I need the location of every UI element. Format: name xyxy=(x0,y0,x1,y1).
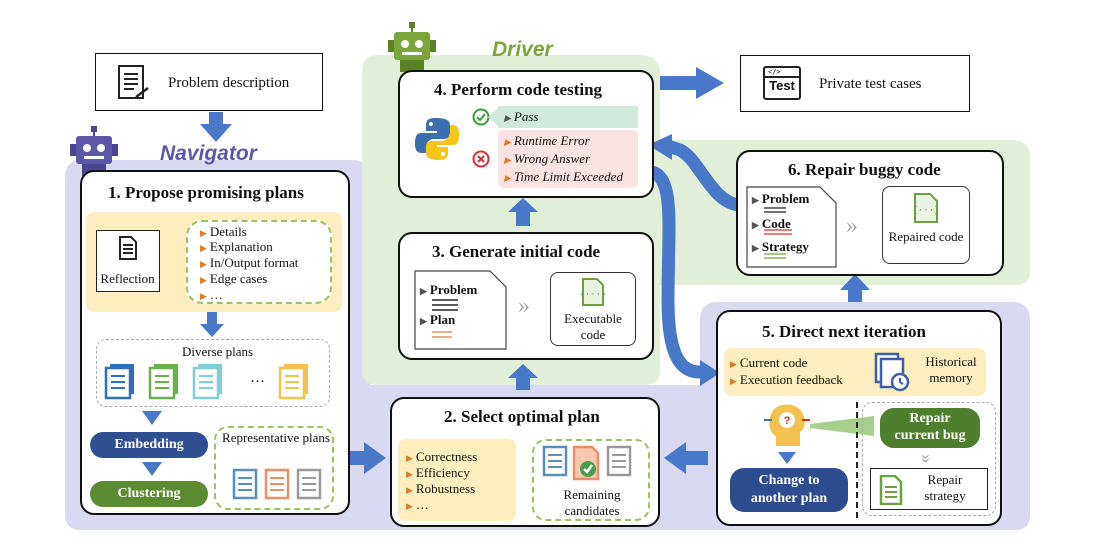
remaining-candidates-label: Remaining candidates xyxy=(563,487,621,518)
chevron-down-icon xyxy=(142,411,162,425)
step6-box: 6. Repair buggy code ▶Problem ▶Code ▶Str… xyxy=(736,150,1004,276)
pass-bar xyxy=(498,106,638,128)
reflection-item: ▶… xyxy=(200,287,223,302)
remaining-candidates-group xyxy=(532,439,650,521)
repair-input-item: ▶Problem xyxy=(752,191,810,206)
step1-title: 1. Propose promising plans xyxy=(108,183,304,202)
repair-current-bug-pill: Repair current bug xyxy=(880,408,980,448)
plan-documents-icon xyxy=(104,364,222,400)
history-memory-icon xyxy=(874,352,910,392)
step6-title: 6. Repair buggy code xyxy=(788,160,941,179)
repaired-code-card: {···} Repaired code xyxy=(882,186,970,264)
reflection-card: Reflection xyxy=(96,230,160,292)
down-arrow-icon xyxy=(200,312,224,337)
chevron-down-icon xyxy=(778,452,796,464)
pass-label: ▶Pass xyxy=(504,109,539,124)
change-plan-pill: Change to another plan xyxy=(730,468,848,512)
svg-text:{···}: {···} xyxy=(581,290,605,300)
feedback-item: ▶Current code xyxy=(730,355,808,370)
repair-strategy-label: Repair strategy xyxy=(924,472,966,503)
embedding-pill: Embedding xyxy=(90,432,208,458)
chevrons-icon: » xyxy=(846,213,858,239)
step2-title: 2. Select optimal plan xyxy=(444,407,600,426)
test-icon-text: Test xyxy=(769,78,795,93)
error-item: ▶Time Limit Exceeded xyxy=(504,169,623,184)
private-tests-box: </> Test Private test cases xyxy=(740,55,970,112)
driver-robot-icon xyxy=(388,22,436,72)
document-list-icon xyxy=(118,65,149,99)
code-file-icon: {···} xyxy=(913,193,939,223)
strategy-document-icon xyxy=(879,475,903,505)
svg-text:{···}: {···} xyxy=(913,206,939,216)
step2-box: 2. Select optimal plan ▶Correctness ▶Eff… xyxy=(390,397,660,527)
svg-text:?: ? xyxy=(784,415,791,427)
problem-label: ▶Problem xyxy=(420,282,478,297)
criteria-item: ▶… xyxy=(406,497,429,512)
reflection-bubble xyxy=(186,220,332,304)
feedback-note xyxy=(724,348,986,396)
step5-title: 5. Direct next iteration xyxy=(762,322,926,341)
diverse-plans-group xyxy=(96,339,330,407)
navigator-label: Navigator xyxy=(160,142,257,165)
step5-box: 5. Direct next iteration ▶Current code ▶… xyxy=(716,310,1002,526)
repair-input-item: ▶Code xyxy=(752,216,791,231)
error-panel xyxy=(498,130,638,188)
candidate-documents-icon xyxy=(542,445,632,481)
python-logo-icon xyxy=(415,118,459,160)
representative-plans-label: Representative plans xyxy=(222,430,330,445)
step3-title: 3. Generate initial code xyxy=(432,242,601,261)
diverse-plans-ellipsis: … xyxy=(250,370,265,386)
diverse-plans-label: Diverse plans xyxy=(182,344,254,359)
plan-document-yellow-icon xyxy=(278,364,308,400)
thinking-head-icon: ? xyxy=(764,404,810,446)
historical-memory-label: Historical memory xyxy=(925,354,977,385)
reflection-item: ▶In/Output format xyxy=(200,255,299,270)
chevrons-icon: » xyxy=(518,293,530,319)
reflection-item: ▶Explanation xyxy=(200,239,273,254)
document-icon xyxy=(119,236,137,260)
step4-title: 4. Perform code testing xyxy=(434,80,603,99)
error-item: ▶Runtime Error xyxy=(504,133,590,148)
criteria-note xyxy=(398,439,516,521)
problem-description-box: Problem description xyxy=(95,53,323,111)
criteria-item: ▶Correctness xyxy=(406,449,478,464)
reflection-item: ▶Details xyxy=(200,224,247,239)
repair-input-item: ▶Strategy xyxy=(752,239,809,254)
divider-line xyxy=(856,402,858,522)
plan-label: ▶Plan xyxy=(420,312,456,327)
criteria-item: ▶Efficiency xyxy=(406,465,470,480)
flow-arrows xyxy=(200,67,870,474)
executable-code-label: Executable code xyxy=(564,311,622,342)
repair-input-page xyxy=(746,186,837,268)
pass-pointer xyxy=(488,106,500,128)
repaired-code-label: Repaired code xyxy=(888,229,964,244)
feedback-item: ▶Execution feedback xyxy=(730,372,843,387)
repair-group xyxy=(862,402,996,516)
test-terminal-icon: </> Test xyxy=(763,66,801,100)
private-tests-label: Private test cases xyxy=(819,76,922,92)
beam-arrow xyxy=(810,416,874,436)
representative-documents-icon xyxy=(232,468,322,500)
step4-box: 4. Perform code testing ▶Pass ▶Runtime E… xyxy=(398,70,654,198)
double-chevron-down-icon: » xyxy=(917,454,938,464)
error-item: ▶Wrong Answer xyxy=(504,151,591,166)
driver-label: Driver xyxy=(492,38,553,61)
problem-description-label: Problem description xyxy=(168,75,290,91)
repair-strategy-card: Repair strategy xyxy=(870,468,988,510)
problem-plan-page xyxy=(414,270,507,350)
error-circle-icon xyxy=(472,150,490,168)
reflection-label: Reflection xyxy=(100,271,155,286)
clustering-pill: Clustering xyxy=(90,481,208,507)
reflection-item: ▶Edge cases xyxy=(200,271,268,286)
step3-box: 3. Generate initial code ▶Problem ▶Plan … xyxy=(398,232,654,360)
criteria-item: ▶Robustness xyxy=(406,481,476,496)
chevron-down-icon xyxy=(142,462,162,476)
executable-code-card: {···} Executable code xyxy=(550,272,636,346)
step1-box: 1. Propose promising plans Reflection ▶D… xyxy=(80,170,350,515)
code-file-icon: {···} xyxy=(581,278,605,306)
